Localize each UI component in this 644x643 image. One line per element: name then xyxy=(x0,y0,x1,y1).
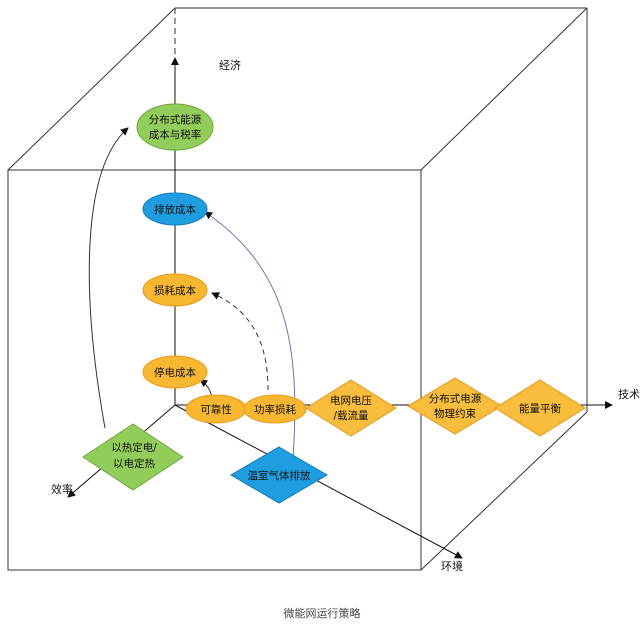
node-text: 物理约束 xyxy=(434,407,476,420)
node-text: 停电成本 xyxy=(154,366,196,379)
axis-label-technology: 技术 xyxy=(618,388,640,401)
node-text: 温室气体排放 xyxy=(248,469,311,482)
node-emission-cost: 排放成本 xyxy=(142,192,208,226)
node-outage-cost: 停电成本 xyxy=(142,355,208,389)
axis-label-environment: 环境 xyxy=(441,559,463,573)
node-text: 成本与税率 xyxy=(149,128,202,141)
node-energy-balance: 能量平衡 xyxy=(494,379,586,437)
node-distributed-cost-tax: 分布式能源 成本与税率 xyxy=(136,103,214,151)
node-voltage-flow: 电网电压 /载流量 xyxy=(305,379,397,437)
node-text: 分布式电源 xyxy=(429,392,482,405)
node-text: 电网电压 xyxy=(330,394,372,407)
arrow-loss-to-losscost xyxy=(211,292,269,391)
axis-label-efficiency: 效率 xyxy=(51,482,73,496)
node-text: 功率损耗 xyxy=(254,403,296,416)
node-text: 以电定热 xyxy=(113,457,155,470)
axis-label-economy: 经济 xyxy=(219,58,241,72)
node-text: 以热定电/ xyxy=(111,441,157,454)
node-text: 损耗成本 xyxy=(154,284,196,297)
node-distributed-constraint: 分布式电源 物理约束 xyxy=(407,377,503,435)
node-text: 排放成本 xyxy=(154,203,196,216)
node-loss-cost: 损耗成本 xyxy=(142,273,208,307)
node-text: /载流量 xyxy=(333,409,369,422)
node-power-loss: 功率损耗 xyxy=(243,394,307,424)
node-reliability: 可靠性 xyxy=(185,394,247,424)
node-text: 可靠性 xyxy=(200,403,232,416)
figure-caption: 微能网运行策略 xyxy=(284,606,361,620)
node-text: 能量平衡 xyxy=(519,402,561,415)
arrow-heat-to-tax xyxy=(88,127,129,429)
arrow-reliability-to-outage xyxy=(199,379,213,398)
cube-frame xyxy=(7,7,588,571)
node-heat-power: 以热定电/ 以电定热 xyxy=(82,423,184,491)
node-text: 分布式能源 xyxy=(149,113,202,126)
node-ghg-emission: 温室气体排放 xyxy=(230,446,328,504)
